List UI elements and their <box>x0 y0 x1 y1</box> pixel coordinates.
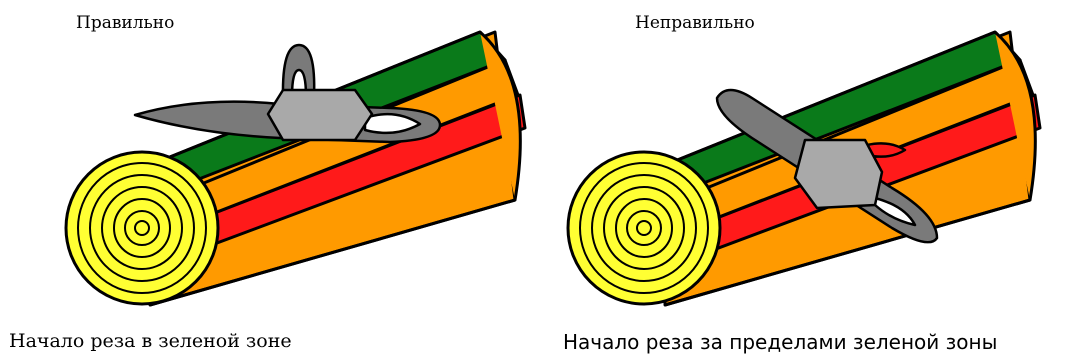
incorrect-panel: Неправильно Начало реза за пределами <box>537 0 1073 359</box>
incorrect-log-diagram <box>537 0 1073 330</box>
incorrect-caption: Начало реза за пределами зеленой зоны <box>563 330 997 354</box>
log-end-rings <box>66 152 218 304</box>
log-end-rings <box>568 152 720 304</box>
correct-caption: Начало реза в зеленой зоне <box>9 330 292 352</box>
chainsaw-body <box>268 90 372 140</box>
chainsaw-body <box>795 140 882 208</box>
correct-panel: Правильно <box>0 0 536 359</box>
correct-log-diagram <box>0 0 536 330</box>
